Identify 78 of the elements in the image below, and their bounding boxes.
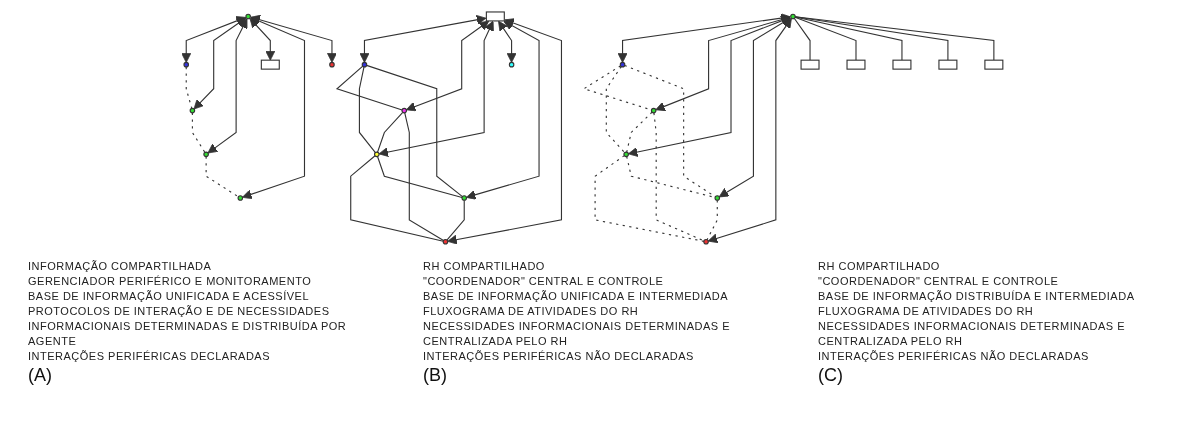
note-text: INFORMAÇÃO COMPARTILHADA <box>28 259 213 274</box>
note-text: "COORDENADOR" CENTRAL E CONTROLE <box>818 274 1060 289</box>
connector <box>653 111 705 241</box>
arrow <box>207 17 248 153</box>
panel-label: (B) <box>423 365 447 386</box>
node-box <box>485 10 505 21</box>
connector <box>446 199 465 241</box>
node-circle <box>703 238 709 245</box>
node-circle <box>401 107 408 113</box>
note-text: RH COMPARTILHADO <box>423 259 546 274</box>
connector <box>794 15 949 61</box>
connector <box>793 17 811 61</box>
note-text: RH COMPARTILHADO <box>818 259 941 274</box>
connector <box>605 65 626 153</box>
connector <box>794 15 903 61</box>
node-circle <box>650 107 657 113</box>
arrow <box>193 17 247 109</box>
note-text: FLUXOGRAMA DE ATIVIDADES DO RH <box>423 304 640 319</box>
note-text: BASE DE INFORMAÇÃO DISTRIBUÍDA E INTERMEDIADA <box>818 289 1136 304</box>
note-text: "COORDENADOR" CENTRAL E CONTROLE <box>423 274 665 289</box>
note-text: NECESSIDADES INFORMACIONAIS DETERMINADAS E CENTRALIZADA PELO RH <box>818 319 1127 349</box>
arrow <box>447 17 563 245</box>
node-circle <box>714 194 721 201</box>
node-circle <box>183 61 190 67</box>
node-circle <box>237 194 244 201</box>
connector <box>358 65 377 153</box>
note-text: PROTOCOLOS DE INTERAÇÃO E DE NECESSIDADES INFORMACIONAIS DETERMINADAS E DISTRIBUÍDA POR AGENTE <box>28 304 348 349</box>
node-circle <box>461 194 468 201</box>
node-circle <box>245 13 252 19</box>
arrow <box>466 20 540 200</box>
node-box <box>800 59 820 70</box>
arrow <box>359 14 487 63</box>
node-circle <box>442 238 449 245</box>
arrow <box>406 20 490 111</box>
node-circle <box>329 61 335 67</box>
arrow <box>249 17 276 61</box>
connector <box>794 15 995 61</box>
note-text: BASE DE INFORMAÇÃO UNIFICADA E ACESSÍVEL <box>28 289 310 304</box>
node-circle <box>508 61 515 67</box>
note-text: FLUXOGRAMA DE ATIVIDADES DO RH <box>818 304 1035 319</box>
connector <box>377 111 404 153</box>
connector <box>594 154 705 242</box>
panel-label: (C) <box>818 365 843 386</box>
node-circle <box>623 151 630 157</box>
panel-label: (A) <box>28 365 52 386</box>
note-text: INTERAÇÕES PERIFÉRICAS DECLARADAS <box>28 349 272 364</box>
arrow <box>250 14 337 63</box>
connector <box>624 64 717 197</box>
connector <box>404 111 445 241</box>
connector <box>626 111 653 153</box>
node-box <box>938 59 958 70</box>
arrow <box>378 20 494 157</box>
node-box <box>846 59 866 70</box>
connector <box>335 65 403 110</box>
note-text: NECESSIDADES INFORMACIONAIS DETERMINADAS E CENTRALIZADA PELO RH <box>423 319 732 349</box>
note-text: INTERAÇÕES PERIFÉRICAS NÃO DECLARADAS <box>423 349 695 364</box>
node-circle <box>374 151 380 157</box>
connector <box>205 155 240 197</box>
connector <box>794 16 857 61</box>
node-box <box>892 59 912 70</box>
connector <box>366 64 464 197</box>
node-circle <box>361 61 368 67</box>
arrow <box>707 17 792 243</box>
connector <box>350 154 444 242</box>
node-circle <box>790 13 796 19</box>
node-circle <box>189 107 196 113</box>
node-box <box>984 59 1004 70</box>
arrow <box>718 16 792 197</box>
connector <box>191 111 206 153</box>
node-box <box>260 59 280 70</box>
connector <box>377 155 463 198</box>
node-circle <box>203 151 209 157</box>
arrow <box>498 20 517 63</box>
note-text: BASE DE INFORMAÇÃO UNIFICADA E INTERMEDIADA <box>423 289 730 304</box>
connector <box>626 155 716 198</box>
node-circle <box>619 61 626 67</box>
note-text: GERENCIADOR PERIFÉRICO E MONITORAMENTO <box>28 274 313 289</box>
note-text: INTERAÇÕES PERIFÉRICAS NÃO DECLARADAS <box>818 349 1090 364</box>
